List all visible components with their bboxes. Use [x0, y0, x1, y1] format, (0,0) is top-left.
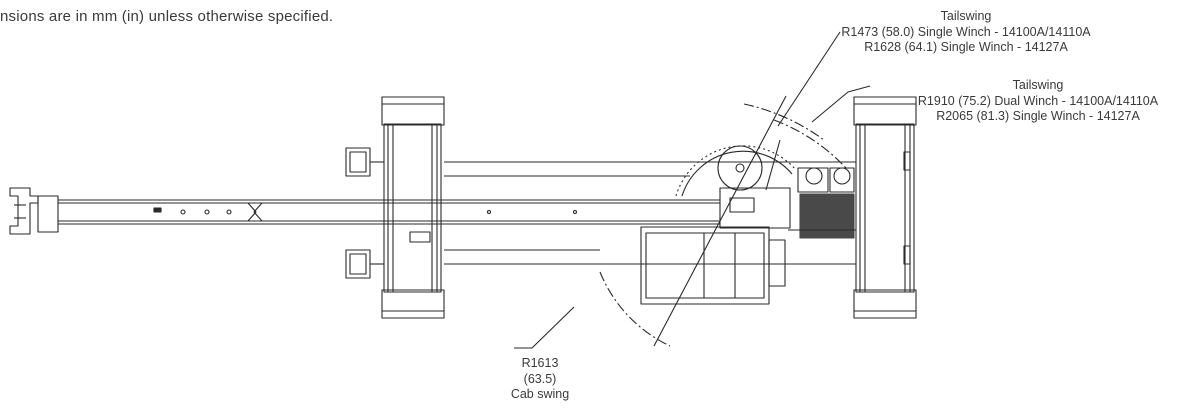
- cab-swing-label: Cab swing: [510, 387, 570, 401]
- tailswing-radius-line: R1473 (58.0) Single Winch - 14100A/14110…: [841, 24, 1091, 39]
- tailswing-title: Tailswing: [1012, 78, 1064, 92]
- boom: [58, 199, 720, 225]
- leader-lines: [514, 31, 871, 349]
- winch-assembly: [719, 167, 856, 239]
- rear-outrigger: [853, 96, 917, 319]
- tailswing-title: Tailswing: [940, 9, 992, 23]
- dimensions-note: nsions are in mm (in) unless otherwise s…: [0, 8, 334, 25]
- cab-swing-radius-inches: (63.5): [523, 371, 557, 386]
- radius-lines: [653, 95, 787, 347]
- cab-swing-callout: R1613 (63.5) Cab swing: [495, 356, 585, 403]
- tailswing-radius-line: R1628 (64.1) Single Winch - 14127A: [864, 40, 1068, 54]
- cab-swing-radius: R1613: [521, 356, 559, 370]
- tailswing-callout-single: Tailswing R1473 (58.0) Single Winch - 14…: [840, 9, 1092, 56]
- tailswing-callout-dual: Tailswing R1910 (75.2) Dual Winch - 1410…: [882, 78, 1194, 125]
- tailswing-radius-line: R1910 (75.2) Dual Winch - 14100A/14110A: [917, 93, 1159, 108]
- boom-tip: [9, 187, 59, 235]
- front-outrigger: [345, 96, 445, 319]
- slew-ring: [675, 145, 797, 197]
- operator-cab: [640, 226, 786, 305]
- tailswing-radius-line: R2065 (81.3) Single Winch - 14127A: [936, 109, 1140, 123]
- carrier-chassis: [444, 161, 856, 265]
